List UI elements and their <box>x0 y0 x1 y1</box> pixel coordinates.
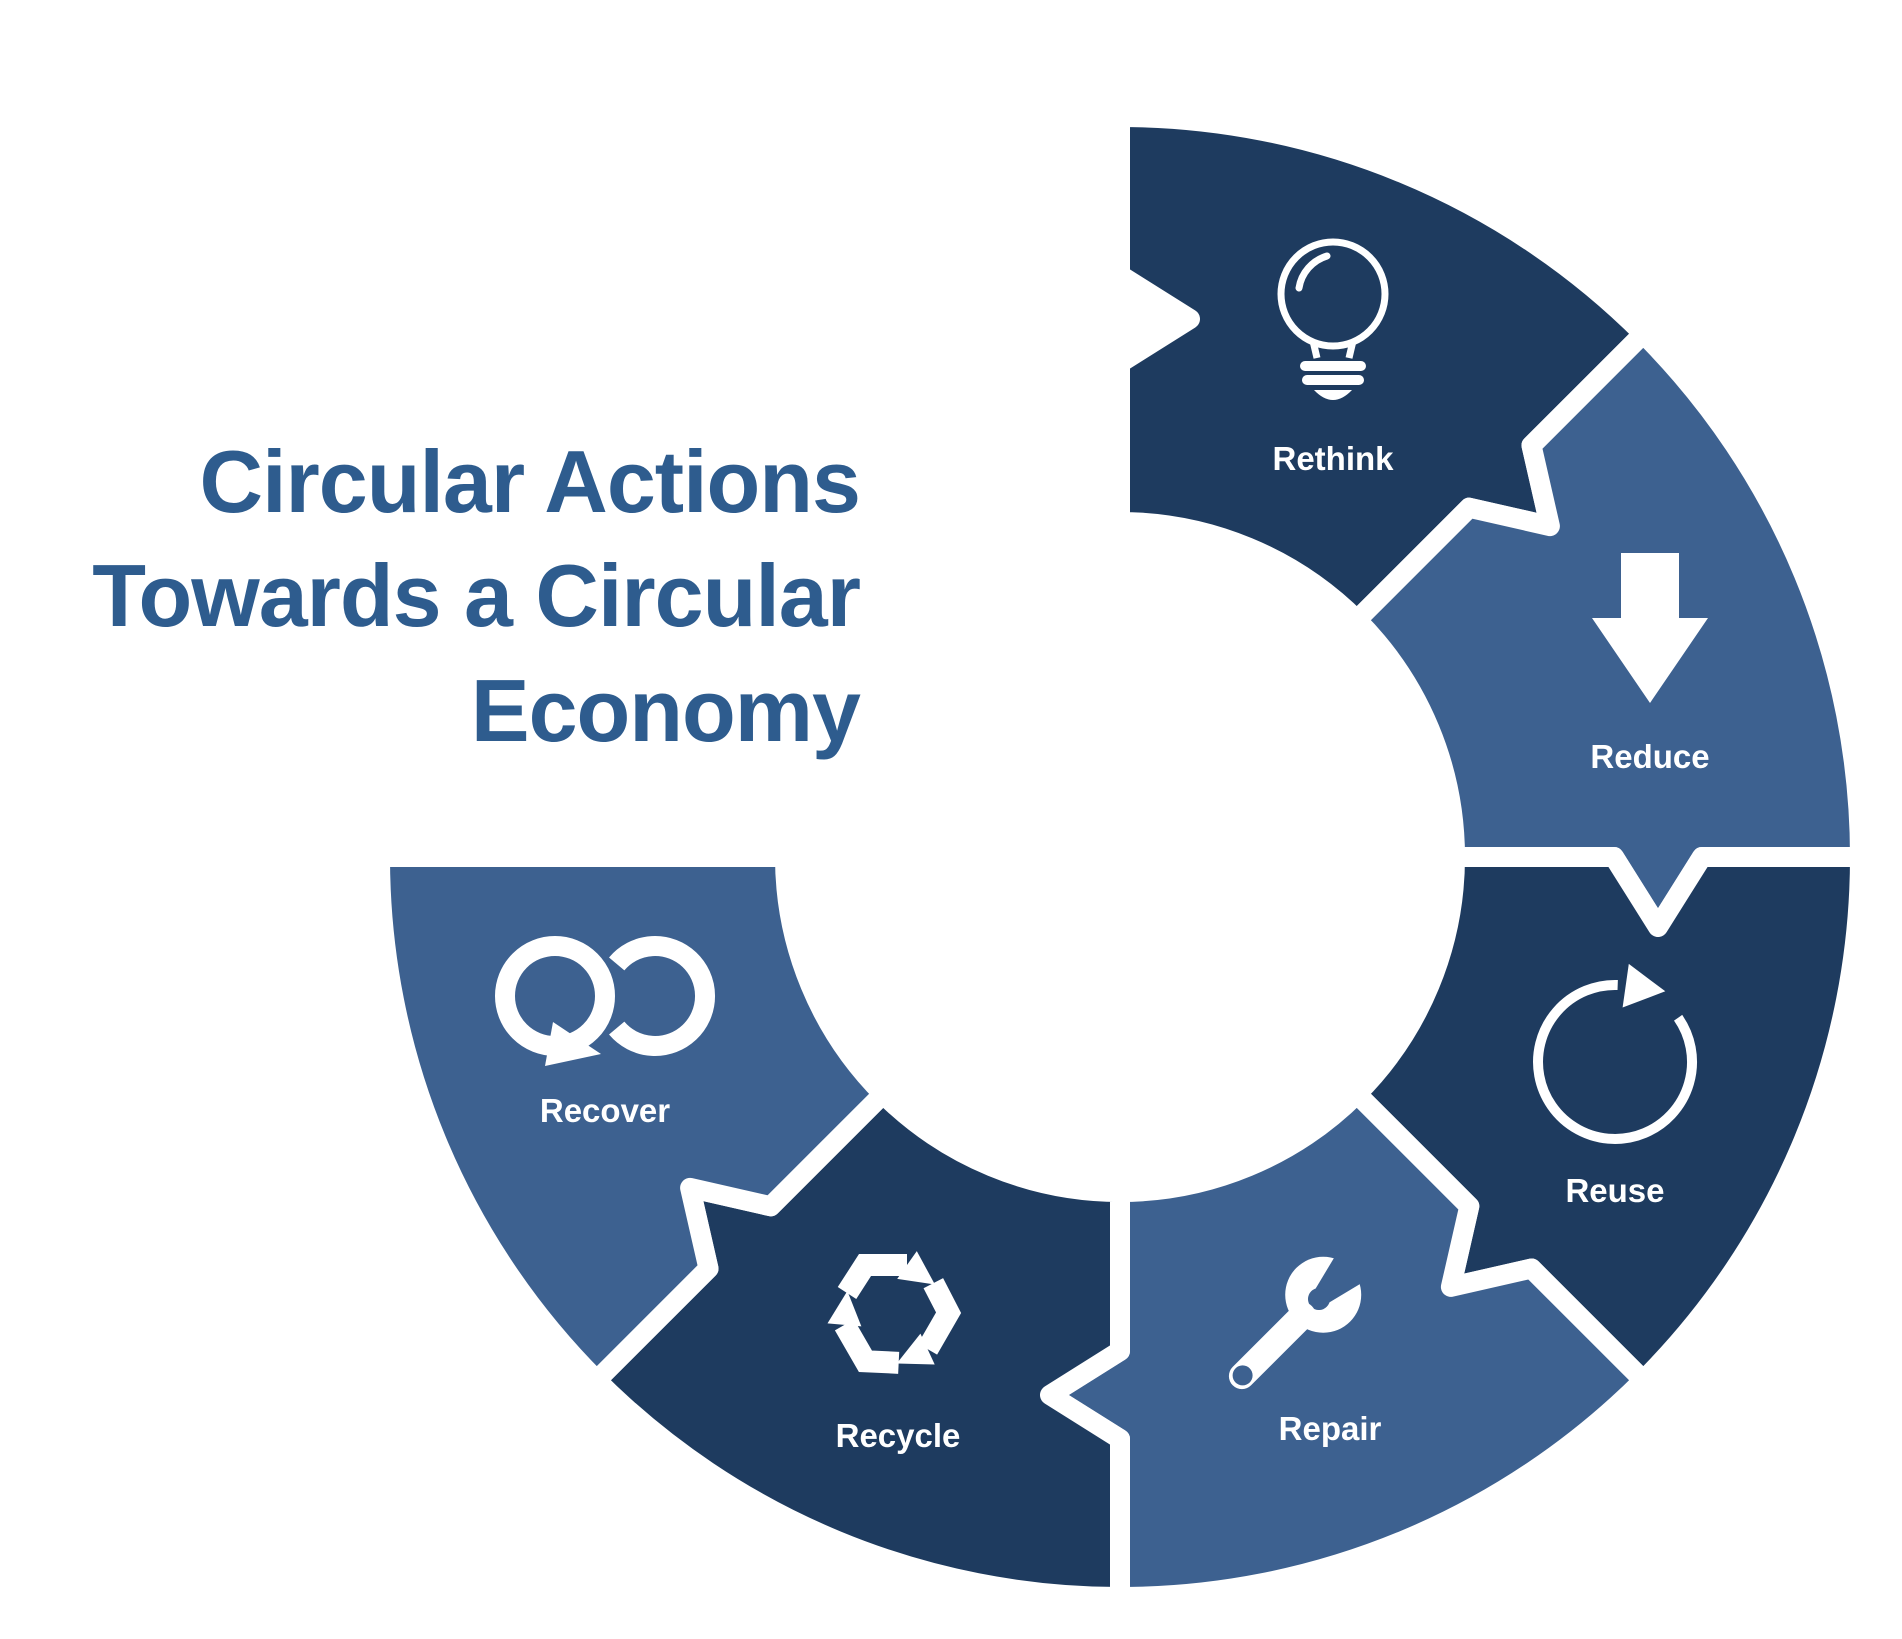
title-line-1: Circular Actions <box>199 432 861 531</box>
recycle-icon <box>827 1251 962 1374</box>
segment-label-repair: Repair <box>1279 1410 1382 1447</box>
diagram-title: Circular Actions Towards a Circular Econ… <box>0 425 861 768</box>
infinity-loop-icon <box>495 936 716 1066</box>
circular-arrow-icon <box>1533 963 1697 1144</box>
segment-label-rethink: Rethink <box>1272 440 1394 477</box>
lightbulb-icon <box>1277 238 1389 400</box>
segment-label-reduce: Reduce <box>1590 738 1709 775</box>
title-line-2: Towards a Circular <box>92 546 861 646</box>
segment-label-reuse: Reuse <box>1565 1172 1664 1209</box>
segment-label-recover: Recover <box>540 1092 670 1129</box>
arrow-down-icon <box>1592 553 1708 703</box>
title-line-3: Economy <box>470 660 861 760</box>
wrench-icon <box>1228 1238 1380 1390</box>
segment-label-recycle: Recycle <box>836 1417 961 1454</box>
